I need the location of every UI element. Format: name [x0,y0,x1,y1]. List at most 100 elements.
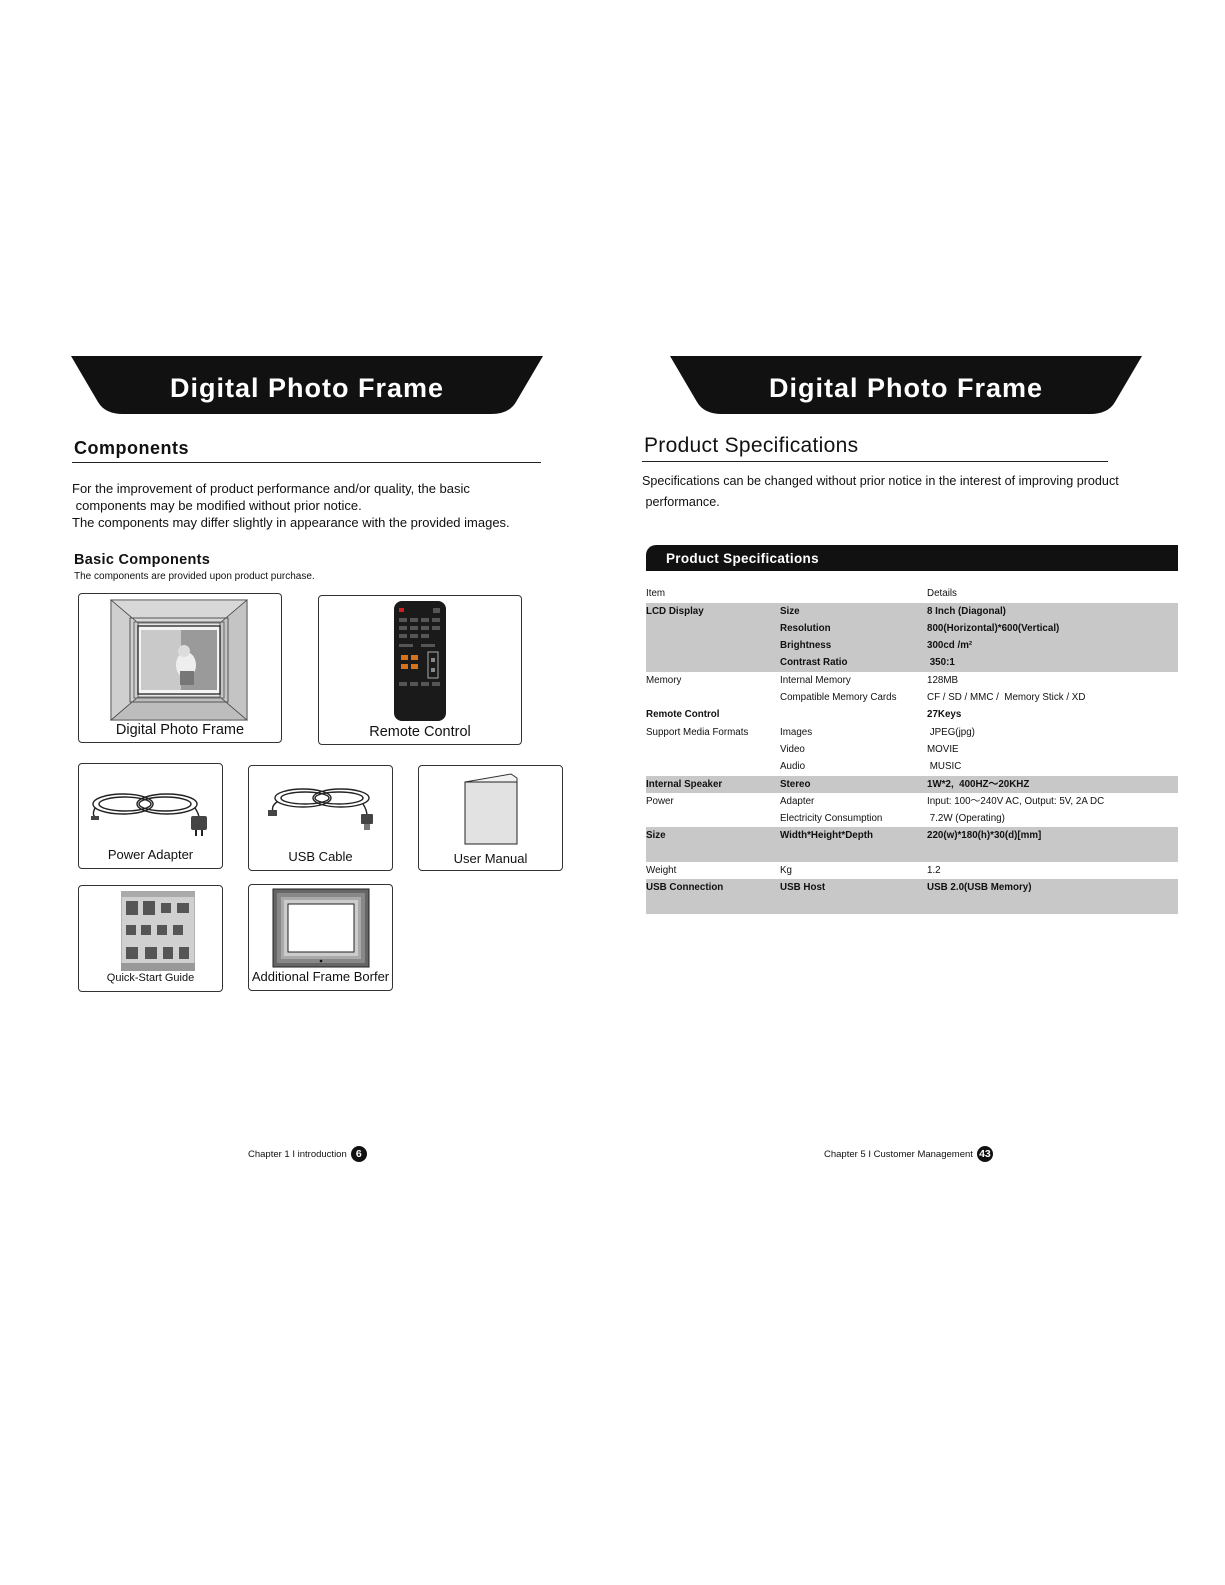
spec-row: Internal Speaker Stereo 1W*2, 400HZ～20KHZ [646,775,1178,793]
page-footer: Chapter 1 I introduction 6 [248,1146,367,1162]
spec-details: 1W*2, 400HZ～20KHZ [927,778,1030,790]
spec-item: USB Connection [646,882,724,894]
spec-sub-item: Audio [780,761,806,773]
spec-sub-item: Resolution [780,622,831,634]
spec-sub-item: Internal Memory [780,674,851,686]
spec-details: USB 2.0(USB Memory) [927,882,1032,894]
spec-sub-item: Brightness [780,640,832,652]
spec-row: Compatible Memory Cards CF / SD / MMC / M… [646,689,1178,706]
frame-border-image [272,888,370,968]
page-number-badge: 43 [976,1146,993,1162]
spec-sub-item: Images [780,726,813,738]
left-page: Digital Photo Frame Components For the i… [0,0,612,1585]
spec-item: Internal Speaker [646,778,723,790]
spec-row: Remote Control 27Keys [646,706,1178,723]
component-quick-start-guide: Quick-Start Guide [78,885,223,992]
spec-table-header-bar: Product Specifications [646,545,1178,571]
spec-details: 800(Horizontal)*600(Vertical) [927,622,1060,634]
section-rule [72,462,541,463]
intro-text-line-1: For the improvement of product performan… [72,481,470,496]
component-label: Quick-Start Guide [106,972,195,984]
spec-details: 1.2 [927,865,941,876]
spec-details: 27Keys [927,709,962,721]
spec-row: Size Width*Height*Depth 220(w)*180(h)*30(d… [646,827,1178,845]
spec-row: Video MOVIE [646,741,1178,758]
spec-row [646,896,1178,914]
spec-row: USB Connection USB Host USB 2.0(USB Memory… [646,879,1178,897]
component-label: USB Cable [288,849,353,864]
spec-row: Audio MUSIC [646,758,1178,775]
spec-item: Memory [646,674,682,686]
spec-details: 7.2W (Operating) [927,813,1005,825]
remote-control-image [394,601,446,721]
photo-frame-image [110,599,248,721]
spec-details: MOVIE [927,743,959,755]
component-usb-cable: USB Cable [248,765,393,871]
spec-item: LCD Display [646,605,704,617]
spec-intro-line-1: Specifications can be changed without pr… [642,474,1119,488]
spec-sub-item: Video [780,743,805,755]
spec-item: Remote Control [646,709,720,721]
spec-row: LCD Display Size 8 Inch (Diagonal) [646,602,1178,620]
spec-intro-line-2: performance. [642,495,720,509]
banner-title: Digital Photo Frame [169,373,445,403]
spec-row: Resolution 800(Horizontal)*600(Vertical) [646,619,1178,638]
spec-item: Power [646,795,674,807]
quick-start-guide-image [121,891,195,971]
component-power-adapter: Power Adapter [78,763,223,869]
spec-row: Support Media Formats Images JPEG(jpg) [646,724,1178,741]
footer-chapter-text: Chapter 5 I Customer Management [824,1148,973,1160]
component-user-manual: User Manual [418,765,563,871]
spec-item: Size [646,830,666,842]
spec-row: Brightness 300cd /m² [646,637,1178,655]
spec-row: Electricity Consumption 7.2W (Operating) [646,810,1178,827]
component-label: Remote Control [369,724,471,740]
spec-details: JPEG(jpg) [927,726,975,738]
spec-details: 8 Inch (Diagonal) [927,605,1006,617]
spec-header-item: Item [646,588,666,599]
component-remote-control: Remote Control [318,595,522,745]
component-label: Digital Photo Frame [115,722,245,738]
section-title: Components [74,438,189,458]
user-manual-image [464,773,518,845]
spec-row: Contrast Ratio 350:1 [646,654,1178,672]
spec-details: 220(w)*180(h)*30(d)[mm] [927,830,1042,842]
right-page: Digital Photo Frame Product Specificatio… [612,0,1225,1585]
basic-components-title: Basic Components [74,552,211,568]
spec-sub-item: Size [780,605,800,617]
spec-item: Support Media Formats [646,726,749,738]
component-label: Power Adapter [107,847,194,862]
spec-sub-item: Contrast Ratio [780,657,848,669]
spec-table-title: Product Specifications [666,551,819,566]
spec-sub-item: Stereo [780,778,811,790]
footer-chapter-text: Chapter 1 I introduction [248,1148,347,1160]
component-digital-photo-frame: Digital Photo Frame [78,593,282,743]
spec-sub-item: Width*Height*Depth [780,830,873,842]
spec-item: Weight [646,865,677,876]
spec-sub-item: USB Host [780,882,826,894]
spec-sub-item: Electricity Consumption [780,813,883,825]
spec-details: 300cd /m² [927,640,973,652]
spec-details: 128MB [927,674,959,686]
spec-header-details: Details [927,588,957,599]
spec-row: Weight Kg 1.2 [646,862,1178,879]
component-additional-frame-border: Additional Frame Borfer [248,884,393,991]
banner: Digital Photo Frame [670,356,1142,414]
spec-details: CF / SD / MMC / Memory Stick / XD [927,692,1086,703]
section-rule [642,461,1108,462]
component-label: User Manual [453,851,528,866]
spec-details: Input: 100～240V AC, Output: 5V, 2A DC [927,795,1105,807]
usb-cable-image [268,788,373,830]
intro-text-line-2: components may be modified without prior… [72,498,362,513]
spec-sub-item: Kg [780,865,792,876]
spec-details: MUSIC [927,761,962,773]
banner: Digital Photo Frame [71,356,543,414]
power-adapter-image [91,793,207,836]
banner-shape [71,356,543,414]
banner-shape [670,356,1142,414]
spec-sub-item: Compatible Memory Cards [780,692,897,703]
section-title: Product Specifications [644,434,859,457]
spec-details: 350:1 [927,657,955,669]
basic-components-note: The components are provided upon product… [74,571,315,582]
spec-sub-item: Adapter [780,795,815,807]
